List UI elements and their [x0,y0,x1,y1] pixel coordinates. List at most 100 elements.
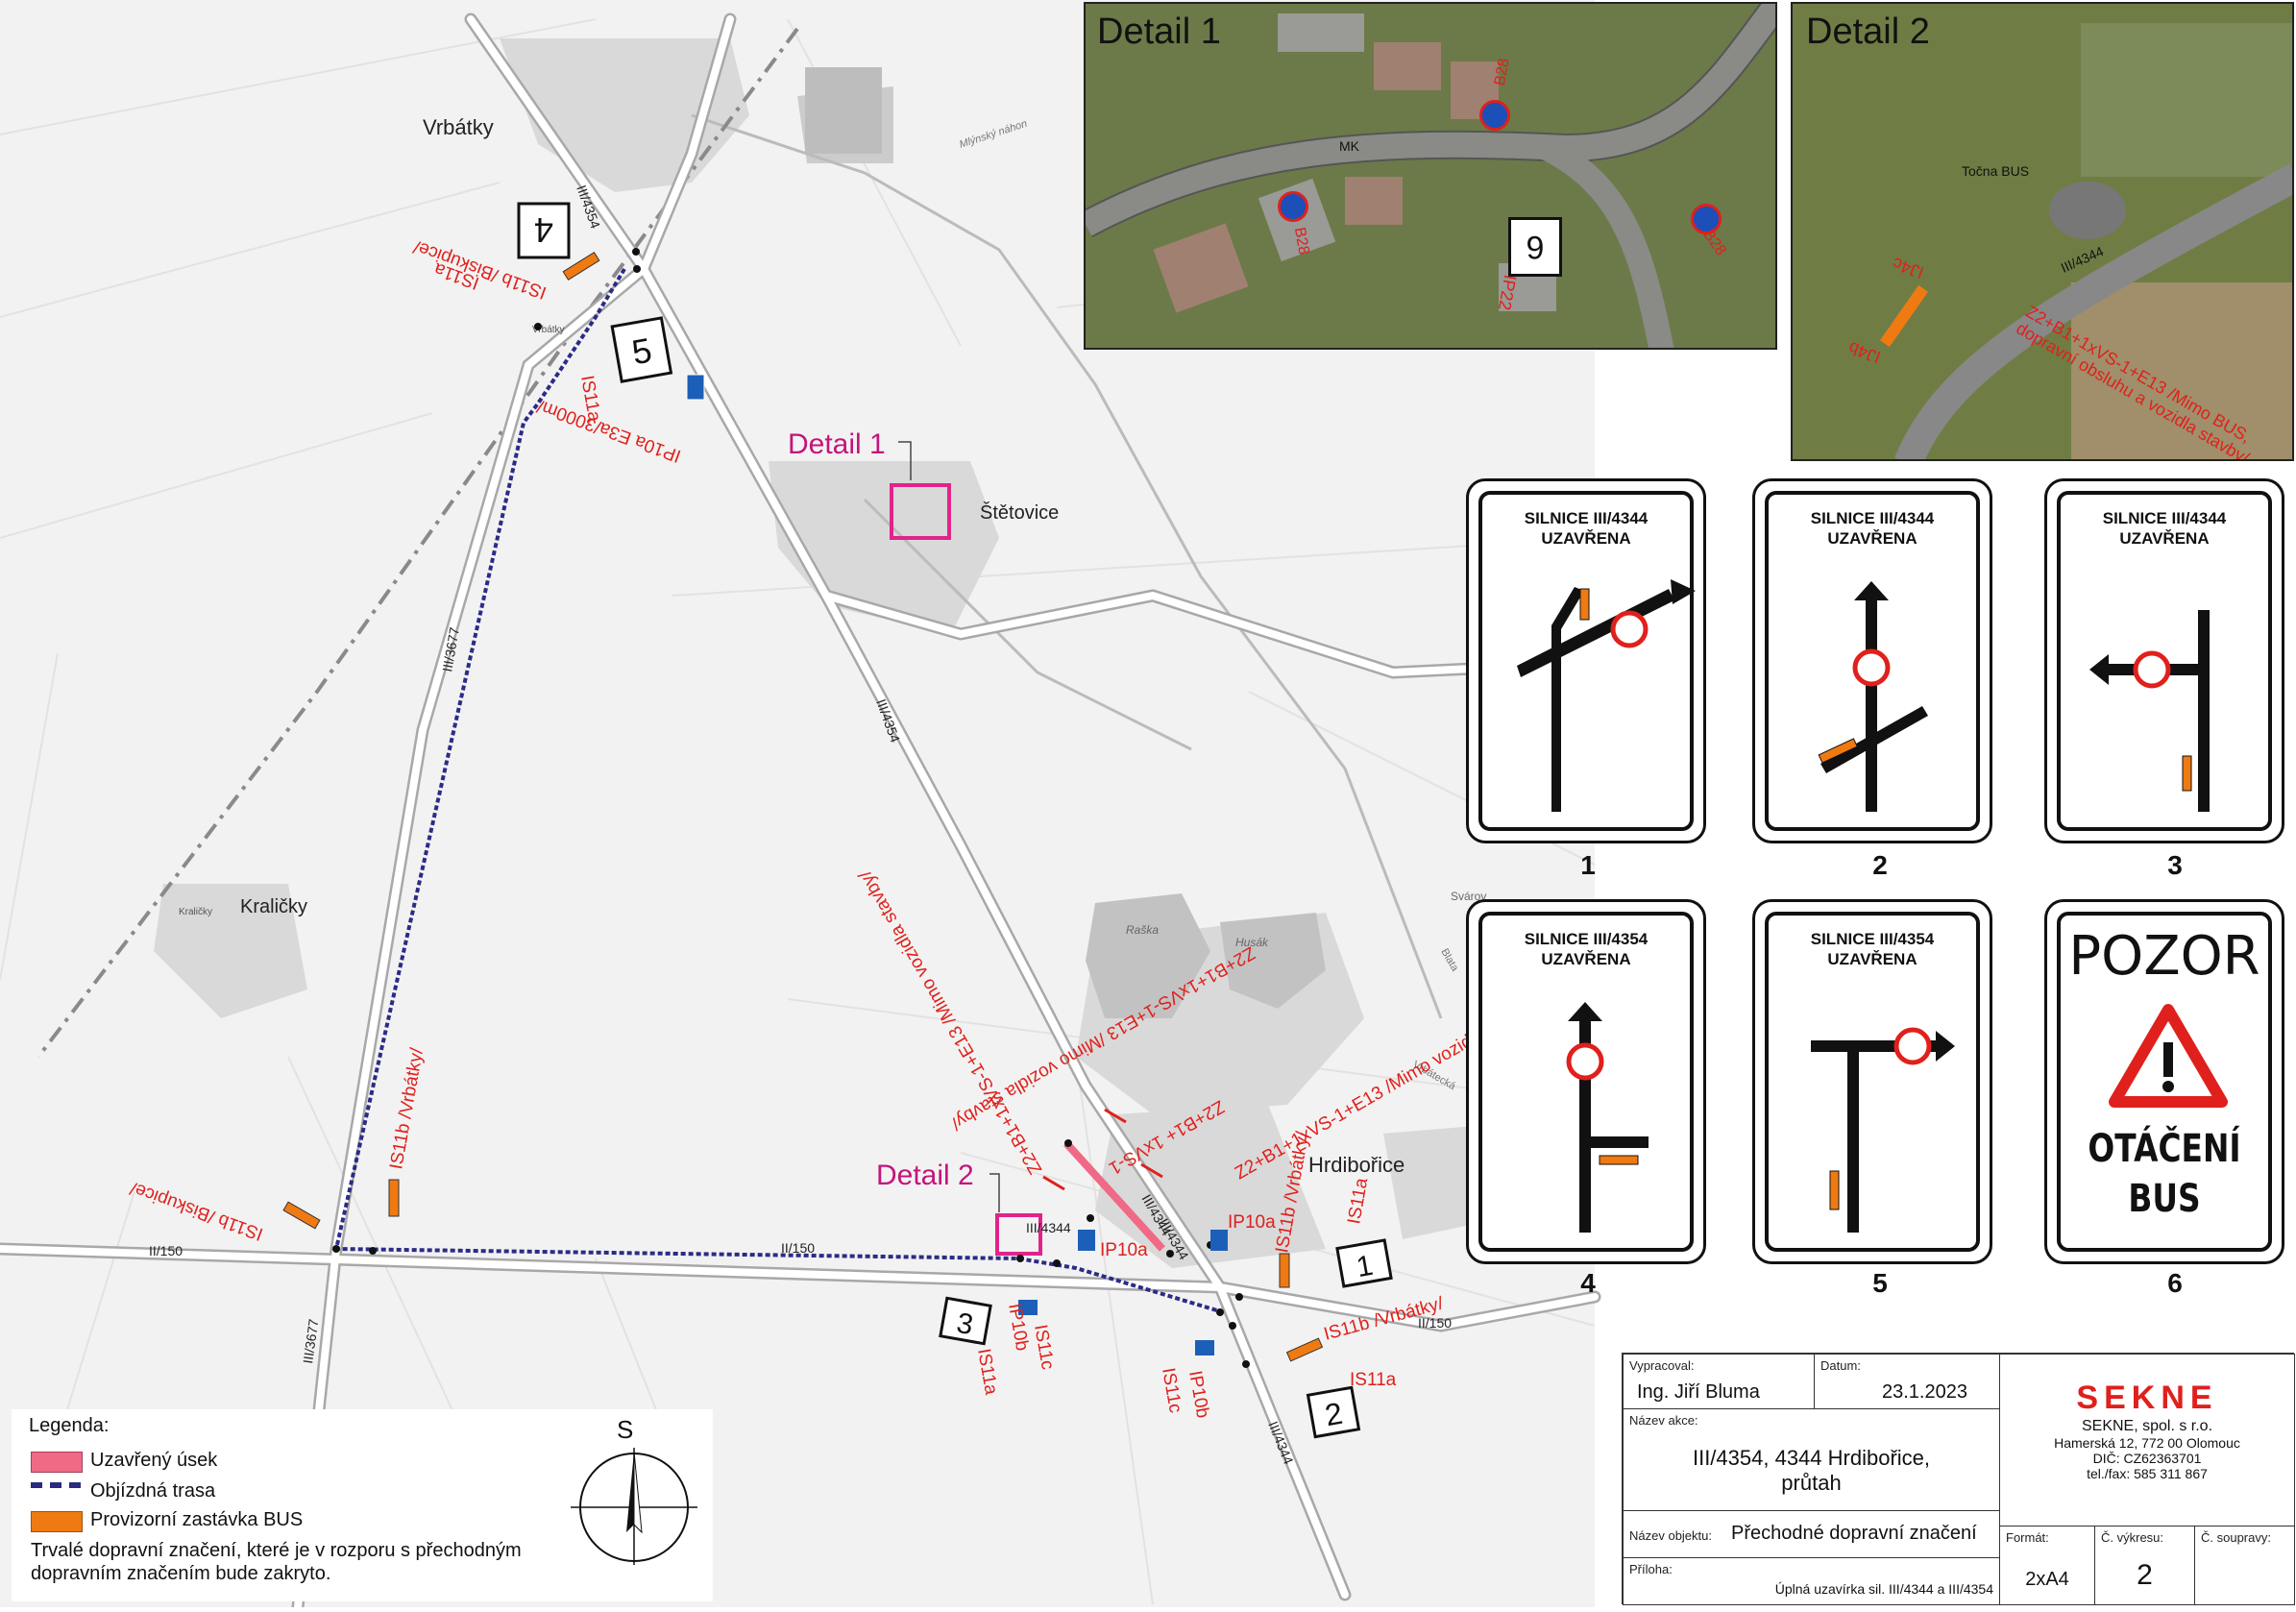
sign-1-head2: UZAVŘENA [1541,529,1631,548]
sign-4-head2: UZAVŘENA [1541,950,1631,968]
detail2-label: Detail 2 [876,1160,974,1191]
tb-label: Vypracoval: [1629,1358,1695,1373]
tb-label: Název akce: [1629,1413,1698,1428]
sign-1-head1: SILNICE III/4344 [1524,509,1649,527]
sign-4-diagram [1566,1002,1649,1233]
tb-project-line1: III/4354, 4344 Hrdibořice, [1692,1446,1931,1470]
tb-author: Ing. Jiří Bluma [1637,1381,1760,1403]
tb-project-line2: průtah [1781,1471,1842,1495]
sign-1-diagram [1517,579,1696,812]
tb-format-value: 2xA4 [2025,1569,2069,1590]
detail2-marker [995,1213,1042,1256]
tb-format: Formát: 2xA4 [1999,1526,2095,1605]
sign-5-diagram [1811,1027,1955,1233]
closed-section [1063,1140,1165,1252]
tb-priloha: Příloha: Úplná uzavírka sil. III/4344 a … [1623,1557,2000,1605]
box-3: 3 [954,1307,975,1341]
sign-4-head1: SILNICE III/4354 [1524,930,1649,948]
numbered-boxes: 4 5 1 2 3 [517,202,1393,1439]
road-label: III/3677 [300,1318,321,1365]
legend-bus: Provizorní zastávka BUS [90,1509,304,1530]
tb-vykres: Č. výkresu: 2 [2094,1526,2195,1605]
sign-number-2: 2 [1872,850,1888,880]
legend: Legenda: Uzavřený úsek Objízdná trasa Pr… [12,1409,713,1601]
road-label: III/4344 [1026,1220,1071,1235]
place-hrdiborice: Hrdibořice [1308,1153,1404,1177]
tb-label: Příloha: [1629,1562,1673,1576]
box-1: 1 [1355,1250,1376,1283]
b28-icon [1691,204,1722,234]
firm-dic: DIČ: CZ62363701 [2092,1451,2202,1466]
tb-label: Název objektu: [1629,1528,1712,1543]
detail1-road-label: MK [1339,138,1359,154]
sign-label: IP10a [1100,1240,1148,1260]
tb-vypracoval: Vypracoval: Ing. Jiří Bluma [1623,1354,1815,1409]
tb-datum: Datum: 23.1.2023 [1814,1354,2000,1409]
place-vrbatky: Vrbátky [423,115,494,139]
legend-detour: Objízdná trasa [90,1480,216,1502]
compass-north-label: S [617,1415,634,1444]
legend-swatch-bus [31,1511,83,1532]
legend-note1: Trvalé dopravní značení, které je v rozp… [31,1540,522,1561]
sign-5-head1: SILNICE III/4354 [1810,930,1935,948]
b28-icon [1479,100,1510,131]
sign-6-pozor: POZOR [2068,925,2260,988]
sign-5-head2: UZAVŘENA [1827,950,1917,968]
detail2-aerial [1793,4,2292,459]
legend-swatch-closed [31,1452,83,1473]
sign-posts [332,248,1250,1368]
legend-closed: Uzavřený úsek [90,1450,218,1471]
box-4: 4 [534,210,553,250]
road-label: II/150 [781,1240,815,1256]
firm-phone: tel./fax: 585 311 867 [2087,1466,2208,1481]
tb-object: Přechodné dopravní značení [1731,1523,1977,1544]
detail2-panel: Detail 2 Točna BUS III/4344 IJ4c IJ4b Z2… [1791,2,2294,461]
legend-note2: dopravním značením bude zakryto. [31,1563,331,1584]
firm-name: SEKNE, spol. s r.o. [2081,1418,2213,1434]
road-label: II/150 [149,1243,183,1258]
streams [691,113,1443,1019]
ip10-signs [686,374,1228,1356]
tb-label: Formát: [2006,1530,2049,1545]
sign-number-6: 6 [2167,1268,2183,1298]
compass-icon [571,1448,697,1565]
sign-3-head2: UZAVŘENA [2119,529,2210,548]
sign-label: IS11a [1350,1370,1397,1390]
place-vrbatky-small: Vrbátky [532,325,565,335]
legend-swatch-detour [31,1482,81,1494]
roads [0,12,1601,1612]
detail1-panel: Detail 1 MK B28 B28 B28 6 IP22 [1084,2,1777,350]
place-stetovice: Štětovice [980,501,1059,524]
warning-triangle-icon [2109,1004,2228,1108]
firm-address: Hamerská 12, 772 00 Olomouc [2054,1435,2240,1451]
tb-label: Č. soupravy: [2201,1530,2271,1545]
box-2: 2 [1322,1396,1345,1433]
detail1-title: Detail 1 [1097,12,1221,52]
bus-stops [282,252,1324,1362]
legend-title: Legenda: [29,1415,110,1436]
place-husak: Husák [1235,936,1269,949]
detail1-marker [890,483,951,540]
firm-logo: SEKNE [2076,1380,2218,1416]
tb-label: Datum: [1820,1358,1861,1373]
sign-6-line1: OTÁČENÍ [2088,1127,2241,1171]
detail2-title: Detail 2 [1806,12,1930,52]
tb-attachment: Úplná uzavírka sil. III/4344 a III/4354 [1774,1581,1993,1597]
place-kralicky: Kraličky [240,896,307,917]
barrier-symbols [1042,1108,1163,1191]
tb-date: 23.1.2023 [1882,1381,1967,1403]
detail1-label: Detail 1 [788,428,886,460]
title-block: Vypracoval: Ing. Jiří Bluma Datum: 23.1.… [1622,1353,2295,1605]
sign-2-diagram [1818,581,1928,812]
sign-label: IP10a [1228,1212,1276,1233]
tb-firm: SEKNE SEKNE, spol. s r.o. Hamerská 12, 7… [1999,1354,2295,1527]
sign-number-1: 1 [1580,850,1596,880]
sign-number-5: 5 [1872,1268,1888,1298]
detail1-aerial [1086,4,1775,348]
sign-number-4: 4 [1580,1268,1596,1298]
